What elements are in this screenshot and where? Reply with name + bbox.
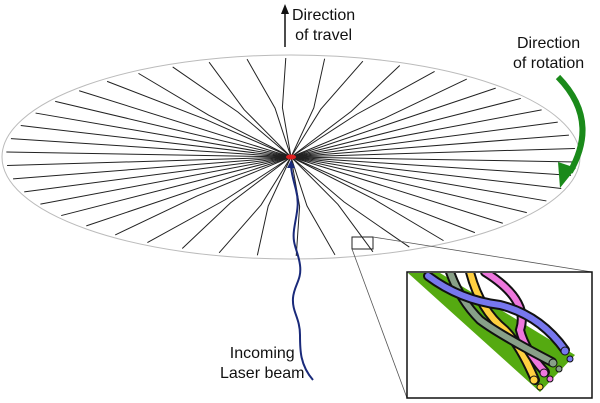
crack-line [79, 90, 292, 158]
crack-line [86, 156, 292, 227]
crack-line [290, 156, 527, 214]
rotation-label-line2: of rotation [513, 55, 585, 72]
crack-line [24, 156, 292, 193]
rotation-label-line1: Direction [517, 35, 581, 52]
rotation-label: Direction of rotation [513, 34, 584, 74]
zoom-region-marker [351, 236, 374, 250]
travel-label: Direction of travel [292, 6, 355, 46]
crack-line [290, 156, 301, 257]
zoom-line-top [372, 236, 593, 273]
laser-label: Incoming Laser beam [220, 344, 305, 384]
laser-label-line2: Laser beam [220, 365, 305, 382]
crack-line [181, 156, 292, 249]
crack-line [290, 60, 364, 158]
crack-line [246, 58, 292, 158]
rotation-arrow [555, 74, 586, 188]
crack-line [290, 156, 336, 256]
crack-line [218, 156, 292, 254]
crack-line [7, 156, 292, 167]
crack-line [290, 78, 467, 158]
crack-line [172, 66, 292, 158]
crack-line [281, 57, 292, 158]
crack-line [290, 156, 562, 189]
crack-line [106, 80, 292, 158]
focal-spot [286, 154, 296, 160]
laser-beam [287, 160, 314, 381]
crack-line [290, 156, 374, 253]
magnified-inset [406, 271, 593, 399]
crack-line [256, 156, 292, 256]
crack-line [290, 156, 503, 224]
crack-line [290, 87, 496, 158]
crack-line [290, 58, 326, 158]
zoom-line-bottom [351, 248, 408, 399]
crack-line [290, 121, 558, 158]
crack-line [40, 156, 292, 205]
crack-line [35, 112, 292, 158]
travel-label-line1: Direction [292, 7, 356, 24]
travel-arrow [281, 4, 289, 47]
strand-terminals [529, 346, 574, 391]
crack-line [290, 71, 435, 158]
crack-line [290, 65, 401, 158]
crack-line [61, 156, 292, 217]
laser-label-line1: Incoming [229, 345, 295, 362]
crack-line [13, 156, 292, 180]
crack-line [20, 125, 292, 158]
crack-line [147, 156, 292, 243]
radial-cracks [6, 57, 576, 257]
crack-line [115, 156, 292, 236]
crack-line [6, 151, 292, 158]
crack-line [290, 156, 547, 202]
crack-line [290, 156, 576, 163]
travel-label-line2: of travel [295, 27, 353, 44]
crack-line [290, 156, 410, 248]
crack-line [290, 156, 572, 176]
crack-line [290, 156, 476, 234]
crack-line [138, 72, 292, 158]
crack-line [290, 134, 569, 158]
crack-line [290, 156, 444, 242]
crack-line [55, 100, 292, 158]
crack-line [10, 138, 292, 158]
crack-line [208, 61, 292, 158]
crack-line [290, 147, 575, 158]
crack-line [290, 97, 521, 158]
crack-line [290, 109, 542, 158]
